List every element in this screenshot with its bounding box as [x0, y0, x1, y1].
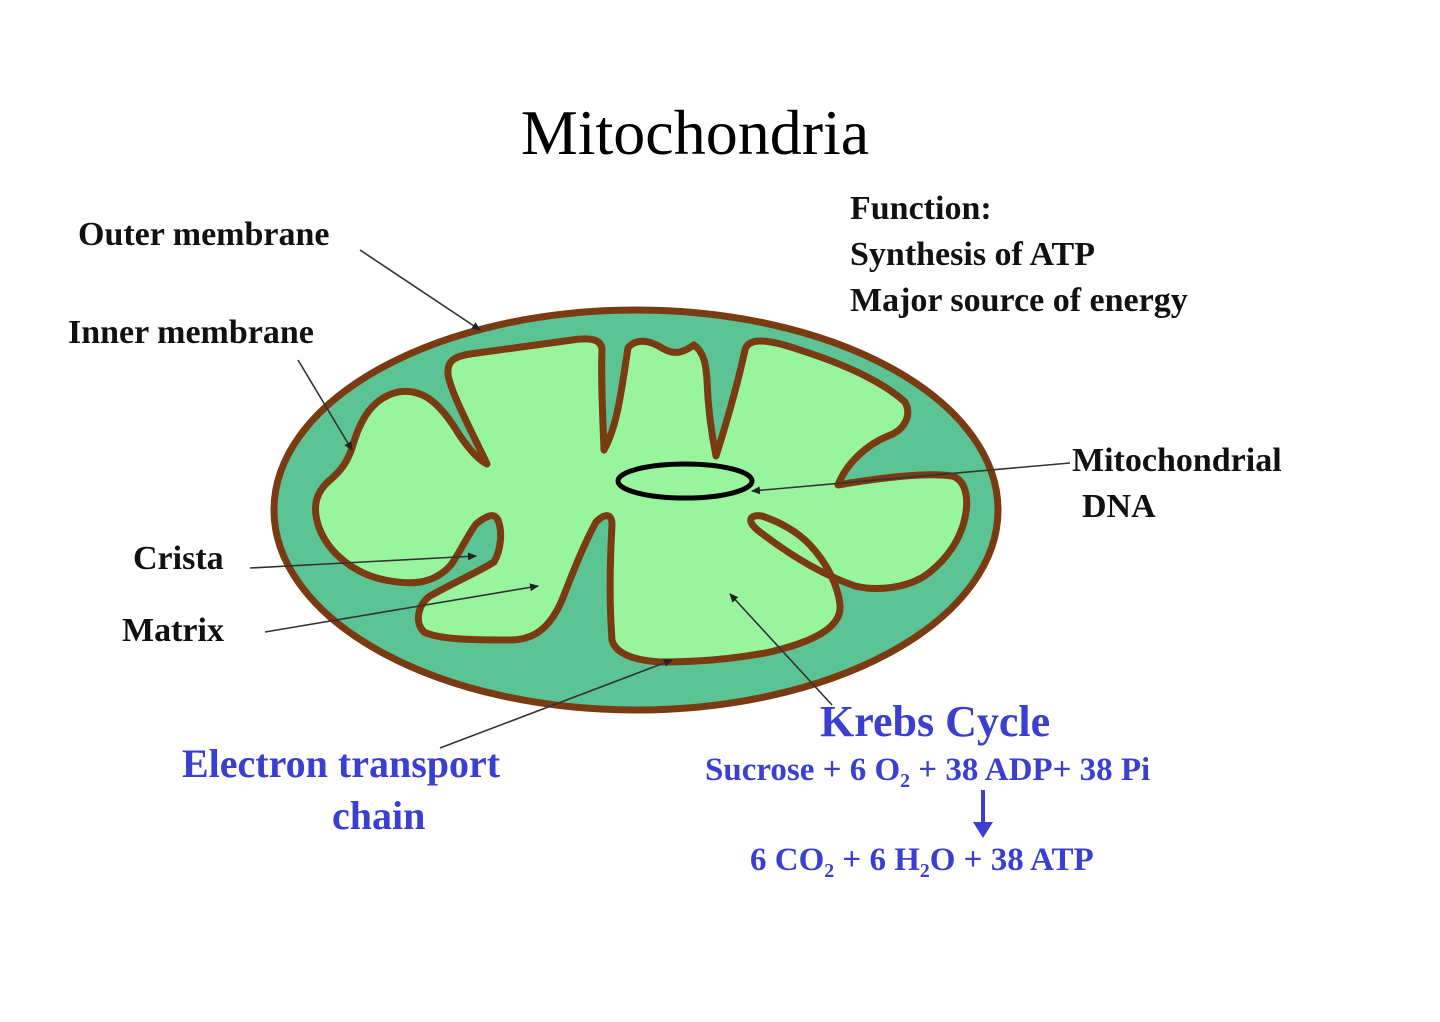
leader-krebs-cycle: [729, 593, 833, 706]
function-line-atp: Synthesis of ATP: [850, 236, 1095, 273]
oxygen-subscript: 2: [900, 769, 911, 792]
leader-crista: [249, 552, 477, 569]
matrix-label: Matrix: [122, 612, 224, 649]
page-title: Mitochondria: [520, 97, 870, 168]
krebs-reactants-equation: Sucrose + 6 O2 + 38 ADP+ 38 Pi: [705, 752, 1151, 792]
product-co2: 6 CO: [750, 842, 825, 878]
product-water: + 6 H: [842, 842, 920, 878]
mitochondrial-dna-label-line1: Mitochondrial: [1072, 442, 1282, 479]
function-heading: Function:: [850, 190, 992, 227]
leader-electron-transport: [439, 659, 673, 749]
krebs-cycle-title: Krebs Cycle: [820, 697, 1051, 746]
reactant-oxygen: + 6 O: [822, 752, 901, 788]
mitochondrial-dna-label-line2: DNA: [1082, 488, 1156, 525]
h2o-subscript: 2: [919, 859, 930, 882]
reactant-adp-pi: + 38 ADP+ 38 Pi: [918, 752, 1151, 788]
mitochondrial-dna-shape: [615, 461, 755, 501]
leader-outer-membrane: [359, 249, 481, 331]
product-atp: O + 38 ATP: [929, 842, 1094, 878]
reaction-arrow-head: [973, 822, 993, 838]
inner-membrane-shape: [312, 335, 971, 666]
leader-matrix: [264, 583, 539, 633]
leader-mitochondrial-dna: [751, 462, 1071, 495]
crista-label: Crista: [133, 540, 224, 577]
electron-transport-label-line1: Electron transport: [182, 741, 501, 786]
krebs-products-equation: 6 CO2 + 6 H2O + 38 ATP: [750, 842, 1094, 882]
inner-membrane-label: Inner membrane: [68, 314, 314, 351]
outer-membrane-label: Outer membrane: [78, 216, 330, 253]
electron-transport-label-line2: chain: [332, 793, 426, 838]
co2-subscript: 2: [824, 859, 835, 882]
function-line-energy: Major source of energy: [850, 282, 1188, 319]
reactant-sucrose: Sucrose: [705, 752, 815, 788]
leader-inner-membrane: [297, 359, 353, 451]
